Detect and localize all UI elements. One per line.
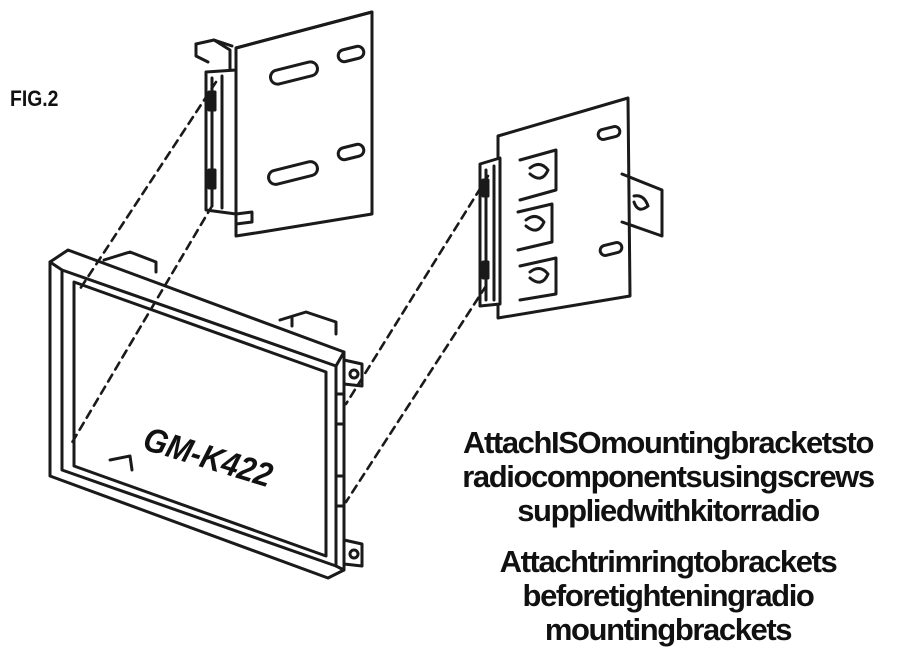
instruction-block-1: AttachISOmountingbracketsto radiocompone… xyxy=(418,426,918,528)
instruction-line: Attachtrimringtobrackets xyxy=(499,544,838,579)
left-iso-bracket xyxy=(194,10,374,238)
instruction-block-2: Attachtrimringtobrackets beforetightenin… xyxy=(418,545,918,647)
instruction-line: AttachISOmountingbracketsto xyxy=(462,425,874,460)
trim-ring-gm-k422 xyxy=(48,248,364,580)
instruction-line: beforetighteningradio xyxy=(522,578,815,613)
instruction-line: suppliedwithkitorradio xyxy=(517,493,820,528)
instruction-line: radiocomponentsusingscrews xyxy=(462,459,875,494)
figure-label: FIG.2 xyxy=(10,86,59,111)
alignment-guides xyxy=(68,80,490,504)
right-iso-bracket xyxy=(478,96,664,320)
instruction-line: mountingbrackets xyxy=(544,612,793,647)
